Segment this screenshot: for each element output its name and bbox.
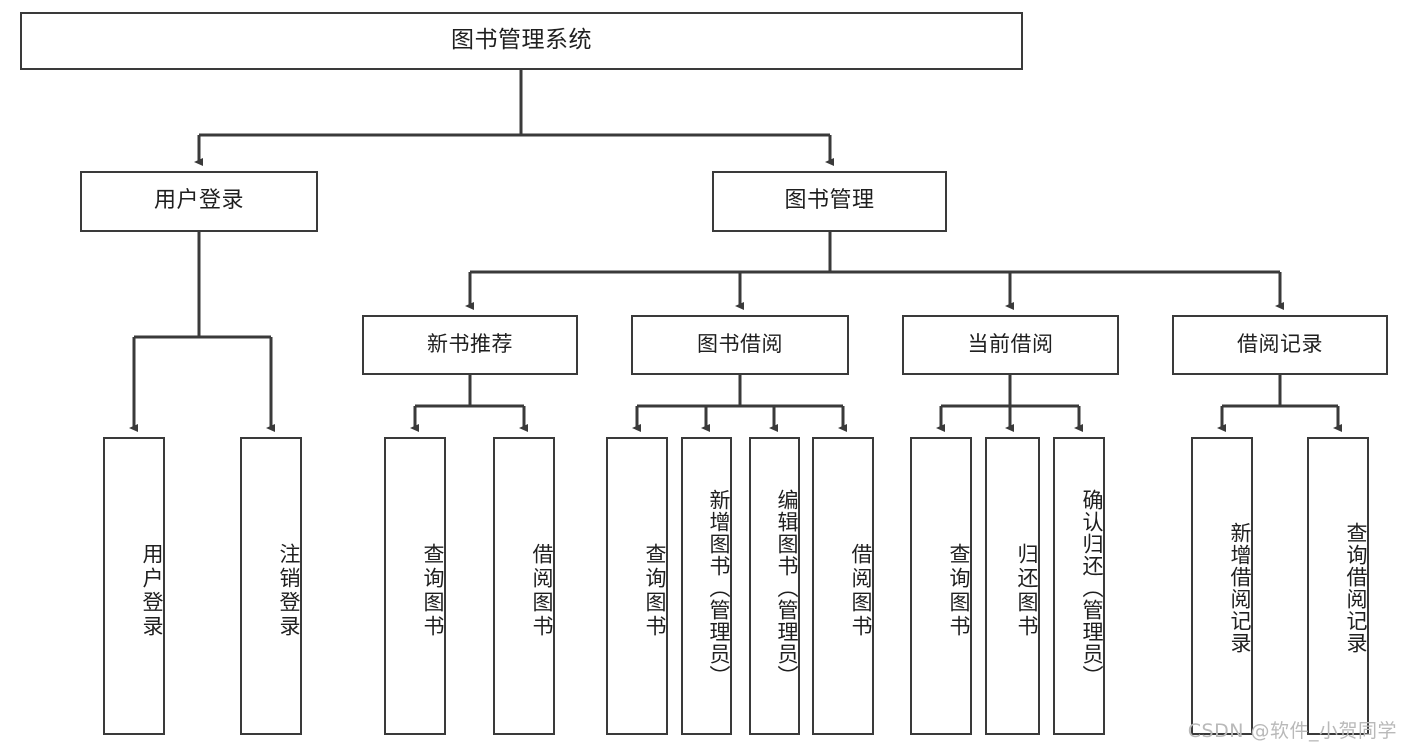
leaf-query-book-borrow[interactable]: 查询图书 bbox=[606, 437, 668, 735]
leaf-borrow-book-borrow[interactable]: 借阅图书 bbox=[812, 437, 874, 735]
leaf-edit-book-admin[interactable]: 编辑图书（管理员） bbox=[749, 437, 800, 735]
node-borrowing-records[interactable]: 借阅记录 bbox=[1172, 315, 1388, 375]
leaf-confirm-return-admin[interactable]: 确认归还（管理员） bbox=[1053, 437, 1105, 735]
leaf-query-book-recommend[interactable]: 查询图书 bbox=[384, 437, 446, 735]
node-book-management-system[interactable]: 图书管理系统 bbox=[20, 12, 1023, 70]
leaf-add-book-admin[interactable]: 新增图书（管理员） bbox=[681, 437, 732, 735]
node-book-management[interactable]: 图书管理 bbox=[712, 171, 947, 232]
watermark-text: CSDN @软件_小贺同学 bbox=[1187, 720, 1397, 742]
leaf-query-book-current[interactable]: 查询图书 bbox=[910, 437, 972, 735]
leaf-user-login[interactable]: 用户登录 bbox=[103, 437, 165, 735]
leaf-query-borrow-record[interactable]: 查询借阅记录 bbox=[1307, 437, 1369, 735]
node-current-borrowing[interactable]: 当前借阅 bbox=[902, 315, 1119, 375]
leaf-borrow-book-recommend[interactable]: 借阅图书 bbox=[493, 437, 555, 735]
leaf-add-borrow-record[interactable]: 新增借阅记录 bbox=[1191, 437, 1253, 735]
node-new-book-recommendation[interactable]: 新书推荐 bbox=[362, 315, 578, 375]
leaf-logout[interactable]: 注销登录 bbox=[240, 437, 302, 735]
node-book-borrowing[interactable]: 图书借阅 bbox=[631, 315, 849, 375]
node-user-login[interactable]: 用户登录 bbox=[80, 171, 318, 232]
leaf-return-book[interactable]: 归还图书 bbox=[985, 437, 1040, 735]
